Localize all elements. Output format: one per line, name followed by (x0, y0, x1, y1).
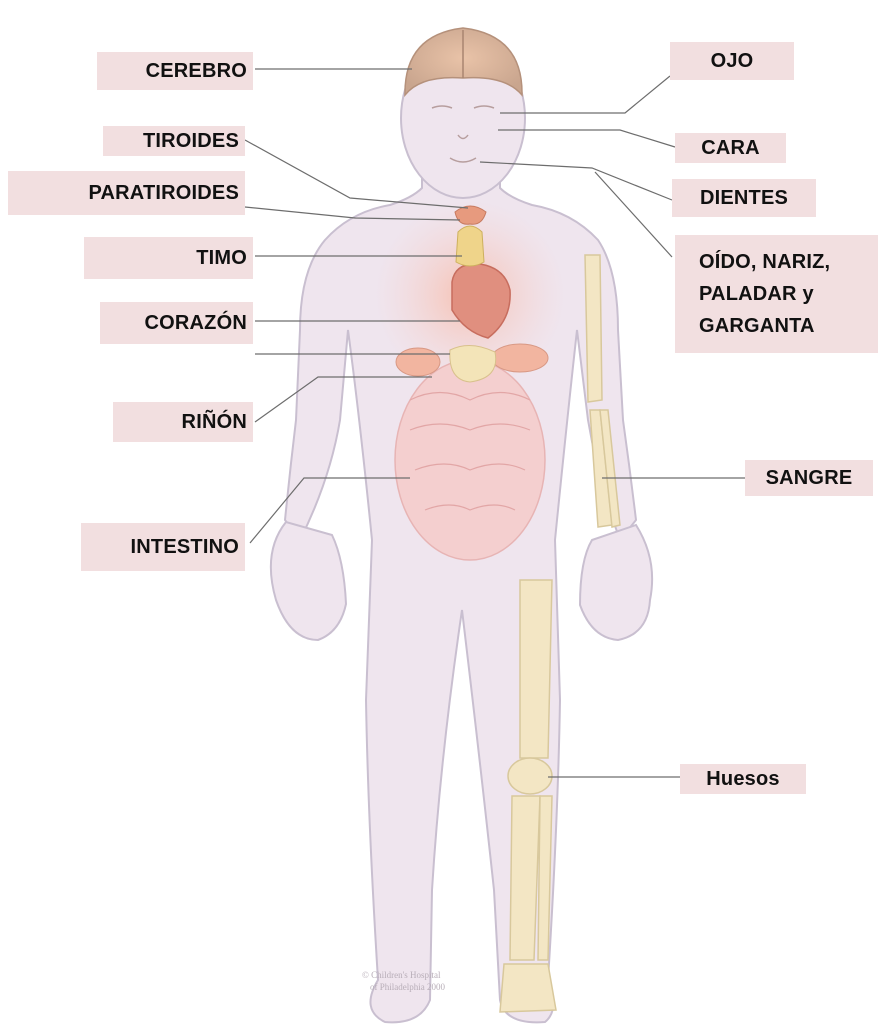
label-tiroides: TIROIDES (103, 126, 245, 156)
label-oido-line1: OÍDO, NARIZ, (699, 246, 830, 278)
label-sangre: SANGRE (745, 460, 873, 496)
thyroid (455, 206, 486, 224)
label-dientes: DIENTES (672, 179, 816, 217)
label-timo: TIMO (84, 237, 253, 279)
label-oido-line2: PALADAR y (699, 278, 814, 310)
label-cerebro: CEREBRO (97, 52, 253, 90)
watermark-line2: of Philadelphia 2000 (370, 982, 445, 992)
watermark-line1: © Children's Hospital (362, 970, 441, 980)
label-paratiroides: PARATIROIDES (8, 171, 245, 215)
label-rinon: RIÑÓN (113, 402, 253, 442)
label-intestino: INTESTINO (81, 523, 245, 571)
label-oido-line3: GARGANTA (699, 310, 815, 342)
label-cara: CARA (675, 133, 786, 163)
intestine (395, 360, 545, 560)
kidney (396, 348, 440, 376)
thymus (456, 226, 484, 266)
label-ojo: OJO (670, 42, 794, 80)
label-oido-nariz-paladar-garganta: OÍDO, NARIZ, PALADAR y GARGANTA (675, 235, 878, 353)
label-huesos: Huesos (680, 764, 806, 794)
label-corazon: CORAZÓN (100, 302, 253, 344)
